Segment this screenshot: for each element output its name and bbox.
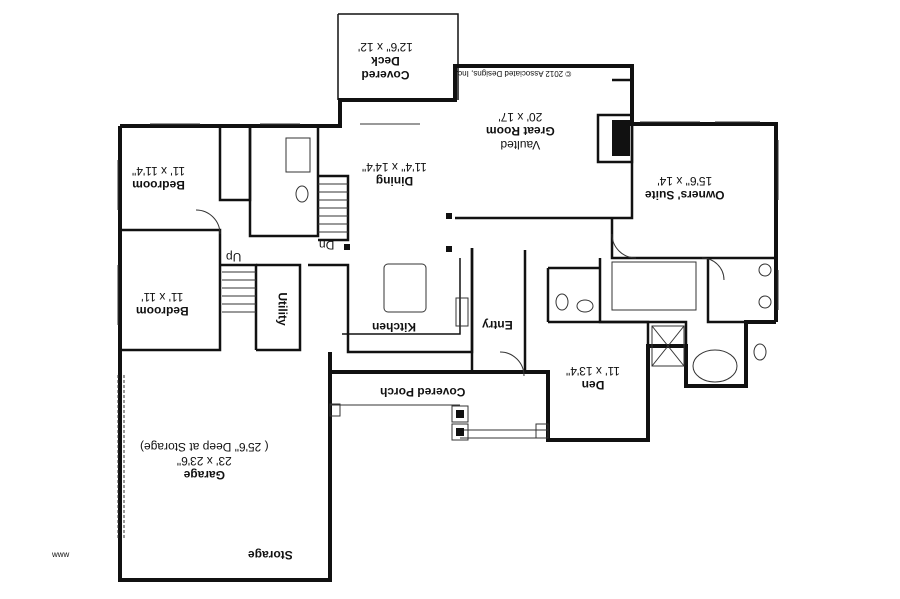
porch-post bbox=[535, 423, 549, 439]
sink-3 bbox=[758, 295, 772, 309]
column bbox=[344, 244, 350, 250]
exterior-wall-right-lower bbox=[330, 320, 776, 442]
porch-post bbox=[451, 405, 469, 423]
toilet-3 bbox=[295, 185, 309, 203]
door-swing bbox=[195, 209, 221, 235]
room-label-dining: Dining 11'4" x 14'4" bbox=[362, 160, 427, 188]
kitchen-counter bbox=[342, 258, 461, 335]
den-wall bbox=[548, 320, 650, 346]
great-room-fireplace bbox=[596, 113, 634, 164]
bath-tub bbox=[611, 261, 697, 311]
utility-wall bbox=[256, 263, 302, 352]
porch-post-core bbox=[456, 410, 464, 418]
fireplace-firebox bbox=[612, 120, 630, 156]
shower-x bbox=[651, 325, 685, 367]
stair-label-up: Up bbox=[226, 250, 242, 264]
hall-wall bbox=[220, 263, 258, 350]
owners-wall bbox=[610, 218, 776, 260]
stair-treads bbox=[222, 271, 256, 313]
stair-treads-2 bbox=[318, 183, 348, 233]
porch-post bbox=[329, 403, 341, 417]
room-label-bedroom-2: Bedroom 11' x 11' bbox=[136, 290, 189, 318]
column bbox=[446, 246, 452, 252]
bedroom-wall bbox=[120, 228, 222, 352]
room-label-garage: Garage 23' x 23'6" ( 25'6" Deep at Stora… bbox=[140, 440, 269, 482]
door-swing-2 bbox=[611, 233, 637, 259]
porch-post-core-2 bbox=[456, 428, 464, 436]
bedroom-closet-wall bbox=[218, 126, 252, 202]
shower bbox=[651, 325, 685, 367]
room-label-entry: Entry bbox=[482, 318, 513, 332]
watermark: www bbox=[52, 550, 70, 559]
sink-2 bbox=[758, 263, 772, 277]
room-label-bedroom-1: Bedroom 11' x 11'4" bbox=[132, 164, 186, 192]
powder-room-wall bbox=[546, 266, 600, 322]
kitchen-island bbox=[383, 263, 427, 313]
door-swing-3 bbox=[499, 351, 525, 377]
entry-wall bbox=[470, 248, 527, 372]
stair-label-dn: Dn bbox=[319, 238, 335, 252]
room-label-covered-deck: Covered Deck 12'6" x 12' bbox=[358, 40, 413, 82]
room-label-great-room: Vaulted Great Room 20' x 17' bbox=[486, 110, 555, 152]
toilet-2 bbox=[753, 343, 767, 361]
room-label-den: Den 11' x 13'4" bbox=[566, 364, 620, 392]
toilet bbox=[555, 293, 569, 311]
room-label-utility: Utility bbox=[275, 292, 290, 326]
sink bbox=[576, 299, 594, 313]
door-swing-4 bbox=[701, 257, 725, 281]
room-label-storage: Storage bbox=[248, 548, 293, 562]
range bbox=[455, 297, 469, 327]
deck-outline bbox=[338, 13, 459, 100]
garage-window bbox=[117, 375, 125, 540]
copyright-note: © 2012 Associated Designs, Inc. bbox=[456, 69, 572, 78]
exterior-wall bbox=[120, 64, 778, 322]
garage-wall bbox=[118, 126, 332, 582]
owners-bath-wall bbox=[598, 258, 688, 346]
room-label-owners-suite: Owners' Suite 15'6" x 14' bbox=[645, 174, 725, 202]
column bbox=[446, 213, 452, 219]
bath-tub-2 bbox=[285, 137, 311, 173]
owners-closet-wall bbox=[706, 258, 746, 324]
room-label-kitchen: Kitchen bbox=[372, 320, 417, 334]
window bbox=[150, 121, 760, 125]
bath-wall bbox=[248, 126, 320, 238]
porch-beam bbox=[330, 404, 548, 439]
soaking-tub bbox=[692, 349, 738, 383]
porch-post bbox=[451, 423, 469, 441]
room-label-covered-porch: Covered Porch bbox=[380, 385, 466, 399]
